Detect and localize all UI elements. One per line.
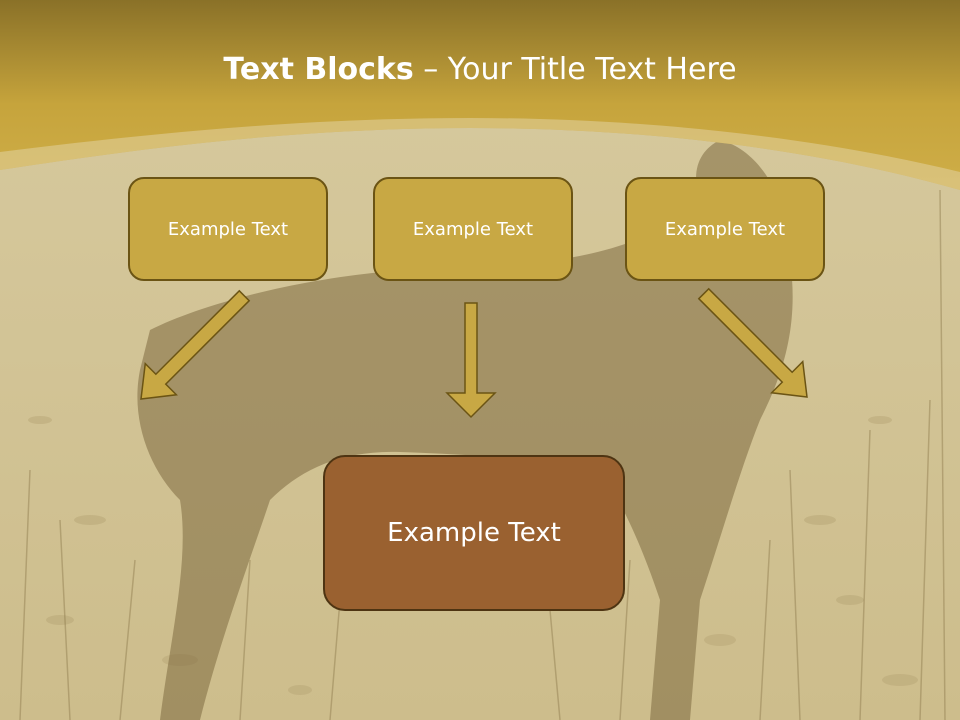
text-block-1-label: Example Text xyxy=(167,218,289,240)
arrow-right-diagonal xyxy=(697,287,808,398)
text-block-2[interactable]: Example Text xyxy=(373,177,573,281)
title-bold: Text Blocks xyxy=(223,52,414,87)
page-title: Text Blocks – Your Title Text Here xyxy=(0,52,960,87)
result-block-label: Example Text xyxy=(387,518,561,548)
text-block-3[interactable]: Example Text xyxy=(625,177,825,281)
arrow-left-diagonal xyxy=(140,289,251,400)
arrow-center-down xyxy=(445,302,497,419)
title-rest: – Your Title Text Here xyxy=(413,52,737,87)
result-block[interactable]: Example Text xyxy=(323,455,625,611)
text-block-3-label: Example Text xyxy=(664,218,786,240)
header-ribbon xyxy=(0,118,960,190)
text-block-1[interactable]: Example Text xyxy=(128,177,328,281)
text-block-2-label: Example Text xyxy=(412,218,534,240)
deer-silhouette xyxy=(137,140,793,720)
grass-strokes xyxy=(19,189,946,720)
